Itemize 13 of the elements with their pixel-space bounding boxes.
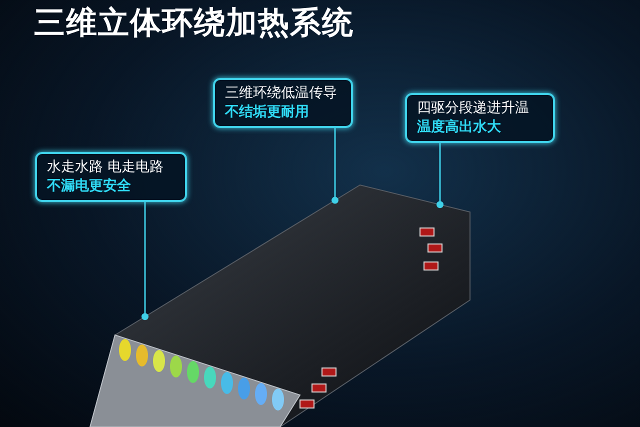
feature-benefit: 不结垢更耐用 <box>225 103 310 122</box>
callout-box <box>405 93 555 143</box>
feature-benefit: 不漏电更安全 <box>47 177 132 196</box>
feature-heading: 四驱分段递进升温 <box>417 99 530 118</box>
feature-benefit: 温度高出水大 <box>417 118 502 137</box>
feature-heading: 三维环绕低温传导 <box>225 84 338 103</box>
callout-box <box>35 152 187 202</box>
leader-line <box>142 202 148 320</box>
callout-box <box>213 78 353 128</box>
leader-line <box>332 128 338 204</box>
leader-line <box>436 143 444 208</box>
heading: 三维立体环绕加热系统 <box>34 4 354 43</box>
feature-heading: 水走水路 电走电路 <box>47 158 164 177</box>
